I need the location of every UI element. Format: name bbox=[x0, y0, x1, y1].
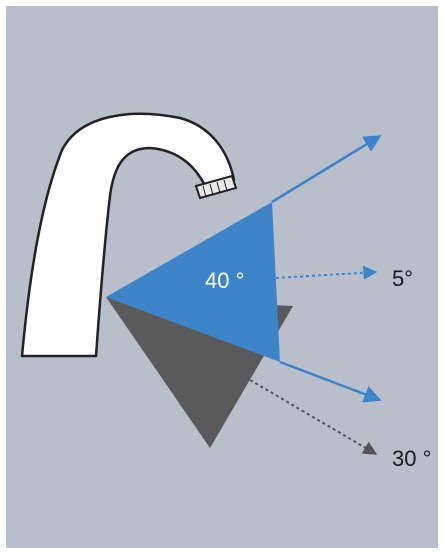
blue-lower-arrow bbox=[279, 360, 382, 403]
blue-offset-label: 5° bbox=[392, 266, 413, 291]
gray-dashed-arrow bbox=[249, 379, 378, 455]
blue-detection-cone bbox=[106, 202, 280, 362]
blue-upper-arrow bbox=[271, 134, 382, 204]
gray-angle-label: 30 ° bbox=[392, 446, 431, 471]
blue-angle-label: 40 ° bbox=[205, 268, 244, 293]
faucet-icon bbox=[20, 112, 238, 358]
blue-center-dashed-arrow bbox=[275, 265, 378, 280]
